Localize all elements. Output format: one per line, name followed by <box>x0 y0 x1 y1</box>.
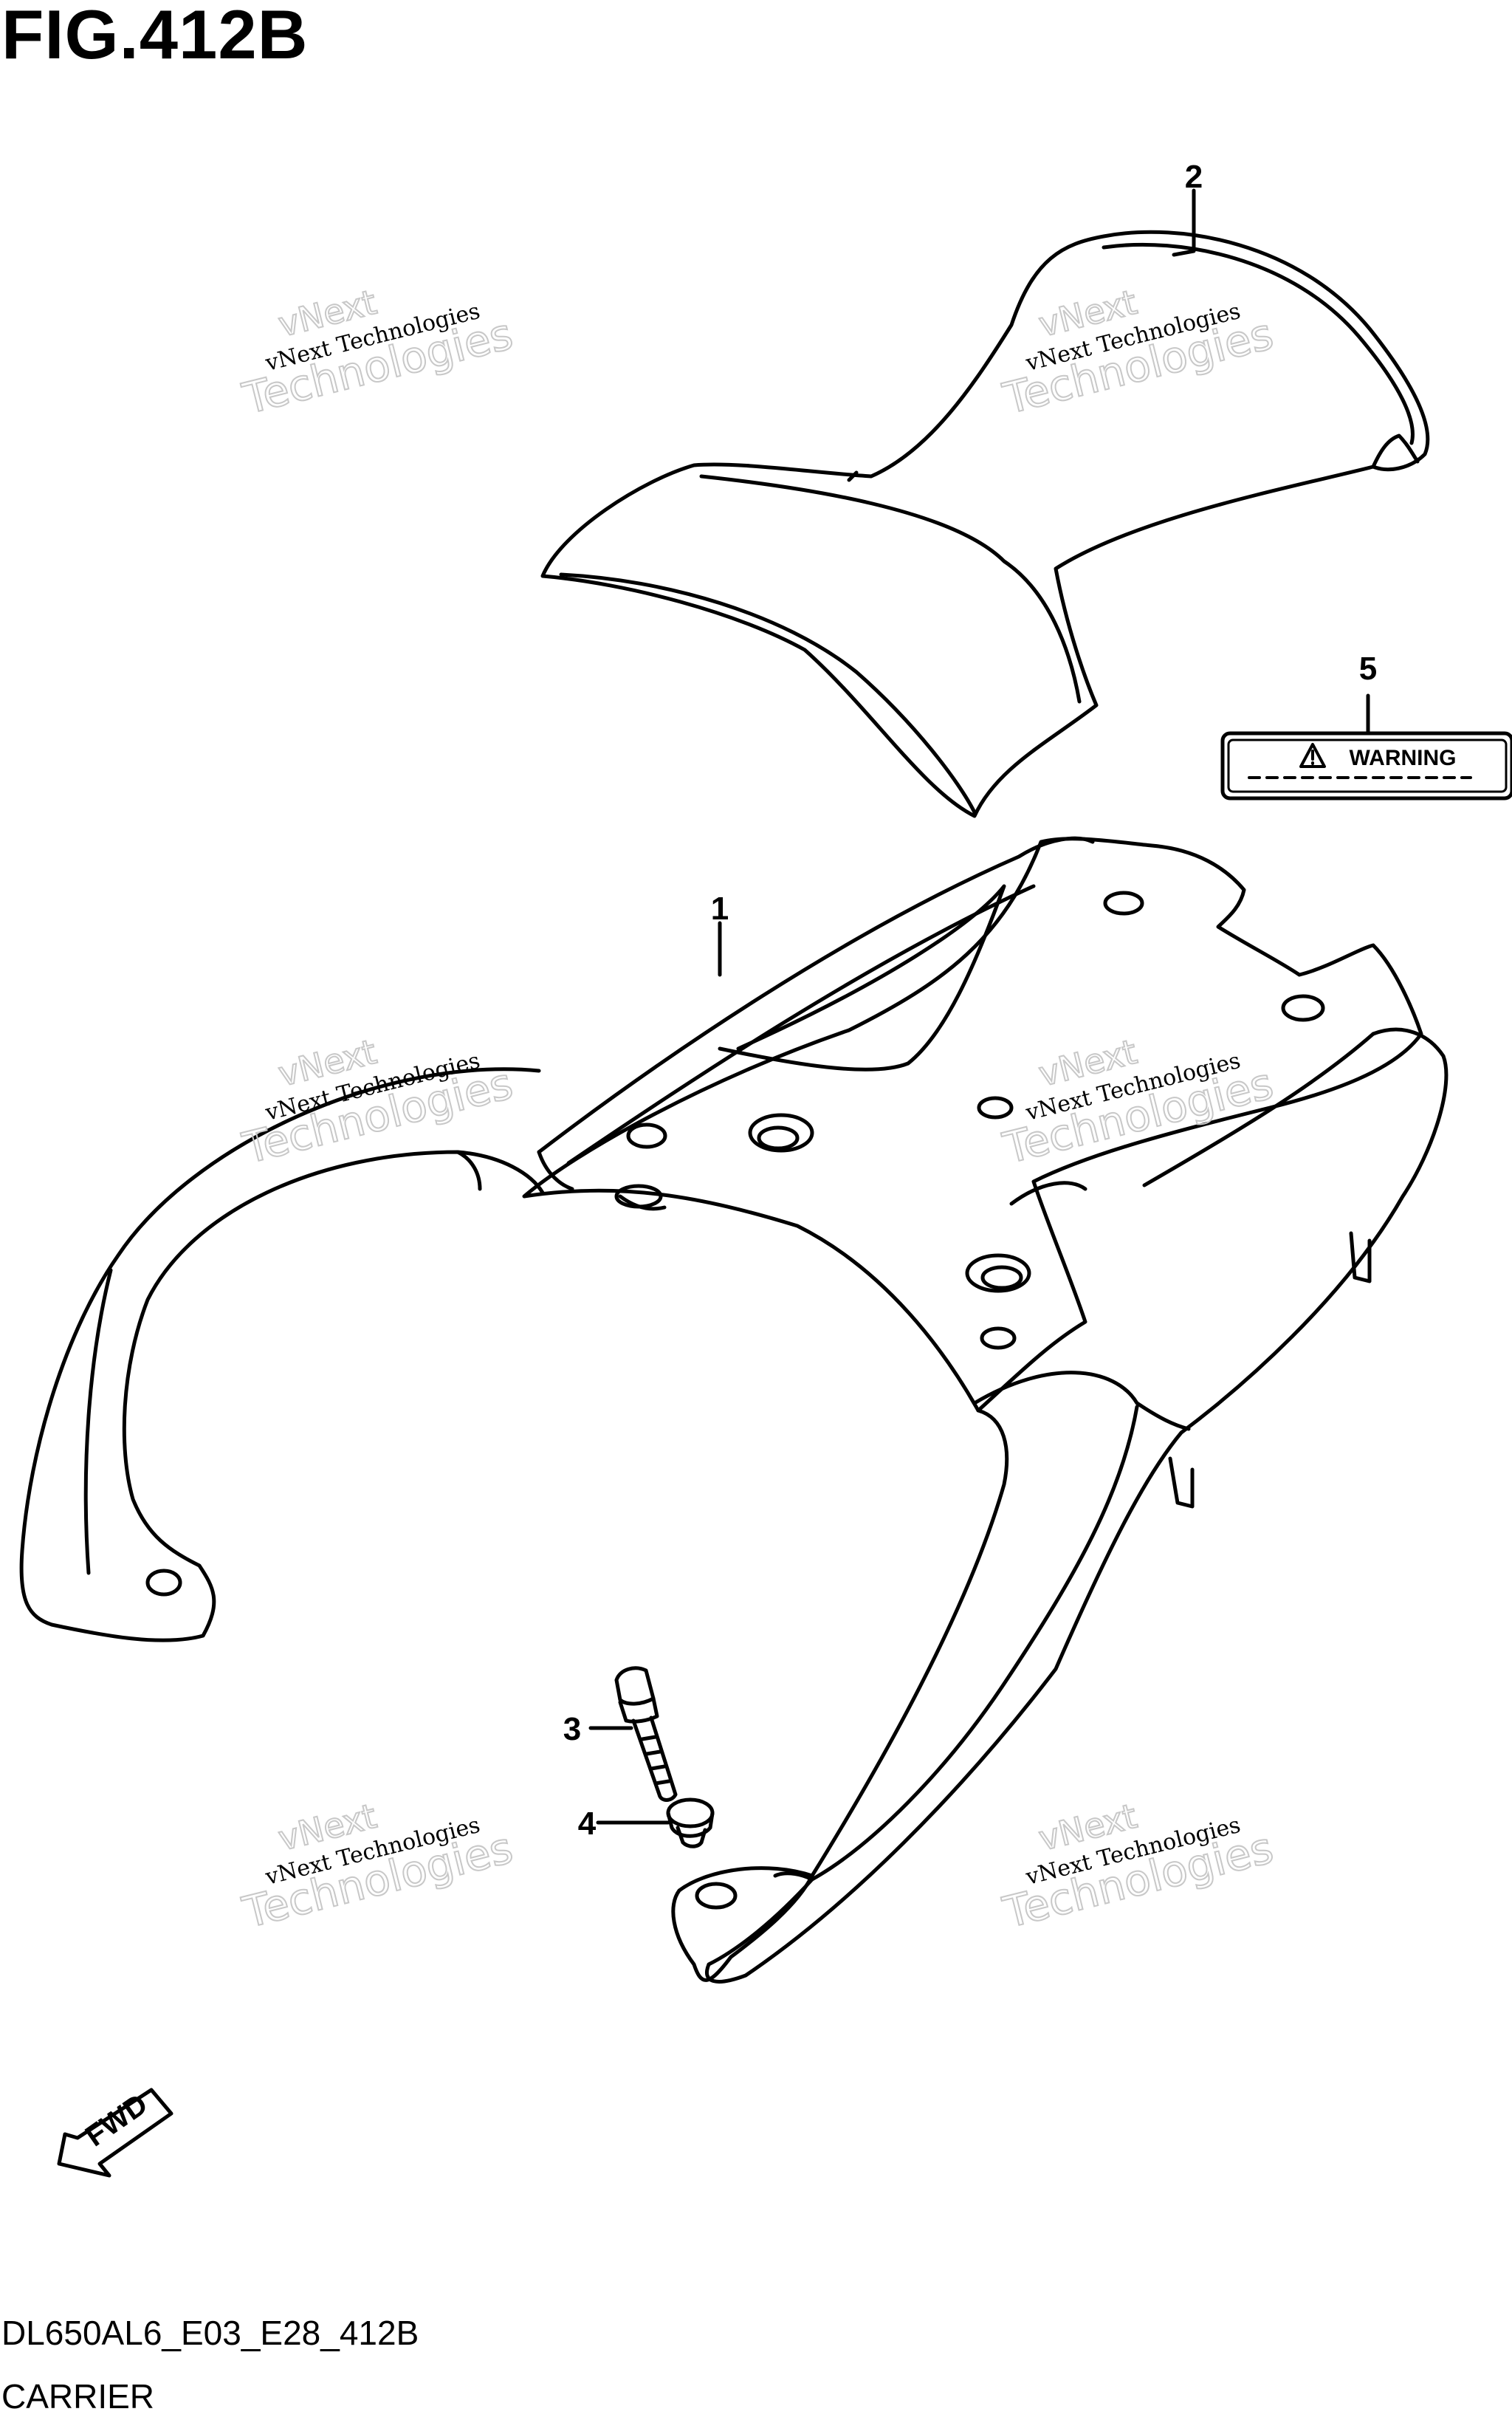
bolt-part[interactable] <box>614 1666 678 1802</box>
watermark-group: vNext vNext Technologies Technologies vN… <box>237 281 1279 1939</box>
callout-number: 3 <box>563 1711 581 1747</box>
warning-label-text: WARNING <box>1350 746 1457 770</box>
callout-number: 5 <box>1359 651 1377 687</box>
callout-number: 2 <box>1185 159 1203 195</box>
callout-number: 4 <box>578 1806 597 1842</box>
washer-part[interactable] <box>666 1797 715 1848</box>
figure-name: CARRIER <box>1 2377 155 2416</box>
callout-number: 1 <box>711 891 729 927</box>
carrier-part[interactable] <box>19 836 1449 1984</box>
cover-part[interactable] <box>540 230 1430 818</box>
figure-title: FIG.412B <box>1 0 309 73</box>
forward-arrow-icon <box>57 2088 173 2178</box>
warning-triangle-icon <box>1299 743 1326 768</box>
figure-code: DL650AL6_E03_E28_412B <box>1 2314 419 2352</box>
